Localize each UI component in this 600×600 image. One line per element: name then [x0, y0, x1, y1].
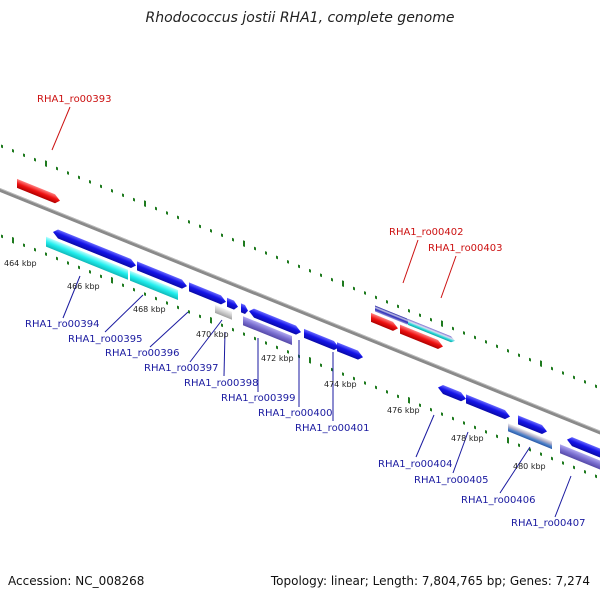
- gene-arrow-ro00406-blue[interactable]: [518, 415, 547, 436]
- gene-label-ro00403: RHA1_ro00403: [428, 243, 503, 254]
- tick-label-472: 472 kbp: [261, 354, 294, 363]
- tick-label-470: 470 kbp: [196, 330, 229, 339]
- tick-label-478: 478 kbp: [451, 434, 484, 443]
- leader-ro00407: [554, 475, 572, 518]
- leader-ro00406: [499, 446, 531, 494]
- gene-arrow-ro00406-steel[interactable]: [508, 423, 552, 450]
- gene-label-ro00407: RHA1_ro00407: [511, 518, 586, 529]
- tick-label-474: 474 kbp: [324, 380, 357, 389]
- gene-label-ro00402: RHA1_ro00402: [389, 227, 464, 238]
- topology-text: Topology: linear; Length: 7,804,765 bp; …: [270, 574, 590, 588]
- gene-arrow-ro00395-blue[interactable]: [137, 261, 187, 290]
- gene-label-ro00398: RHA1_ro00398: [184, 378, 259, 389]
- gene-arrow-ro00407-blue[interactable]: [567, 435, 600, 470]
- gene-label-ro00404: RHA1_ro00404: [378, 459, 453, 470]
- gene-arrow-ro00401[interactable]: [337, 342, 363, 362]
- gene-label-ro00397: RHA1_ro00397: [144, 363, 219, 374]
- gene-arrow-ro00394-blue[interactable]: [53, 227, 136, 270]
- gene-arrow-ro00393[interactable]: [17, 178, 60, 205]
- gene-label-ro00396: RHA1_ro00396: [105, 348, 180, 359]
- leader-ro00398: [223, 331, 226, 377]
- gene-arrow-ro00407-slate[interactable]: [560, 444, 600, 482]
- gene-arrow-ro00403-b[interactable]: [400, 324, 443, 351]
- leader-ro00402: [402, 239, 419, 284]
- gene-label-ro00394: RHA1_ro00394: [25, 319, 100, 330]
- gene-arrow-ro00397-blue[interactable]: [227, 297, 238, 311]
- genome-title: Rhodococcus jostii RHA1, complete genome: [145, 10, 455, 26]
- gene-label-ro00393: RHA1_ro00393: [37, 94, 112, 105]
- leader-ro00396: [149, 311, 189, 348]
- leader-ro00394: [62, 275, 81, 319]
- tick-label-468: 468 kbp: [133, 305, 166, 314]
- gene-arrow-ro00402-b[interactable]: [371, 312, 398, 333]
- gene-arrow-ro00394-cyan[interactable]: [46, 236, 128, 280]
- gene-arrow-ro00404[interactable]: [438, 383, 466, 403]
- top-tick-ruler: [1, 144, 597, 389]
- gene-label-ro00395: RHA1_ro00395: [68, 334, 143, 345]
- gene-arrow-ro00397[interactable]: [215, 304, 232, 320]
- tick-label-476: 476 kbp: [387, 406, 420, 415]
- gene-arrow-ro00398[interactable]: [241, 303, 248, 315]
- gene-arrow-ro00399-slate[interactable]: [243, 316, 292, 346]
- gene-arrow-ro00405[interactable]: [466, 394, 510, 421]
- gene-arrow-ro00396[interactable]: [189, 282, 226, 306]
- leader-ro00393: [51, 106, 71, 151]
- gene-arrow-ro00403-a[interactable]: [408, 318, 455, 344]
- gene-arrow-ro00399-blue[interactable]: [249, 307, 301, 337]
- leader-ro00397: [189, 319, 223, 363]
- tick-label-480: 480 kbp: [513, 462, 546, 471]
- gene-arrow-ro00402-a[interactable]: [375, 305, 411, 327]
- leader-ro00403: [440, 255, 457, 299]
- gene-arrow-ro00400[interactable]: [304, 328, 339, 352]
- tick-label-464: 464 kbp: [4, 259, 37, 268]
- accession-text: Accession: NC_008268: [8, 574, 145, 588]
- tick-label-466: 466 kbp: [67, 282, 100, 291]
- gene-arrow-ro00395-cyan[interactable]: [130, 270, 178, 300]
- leader-ro00395: [104, 294, 144, 333]
- gene-label-ro00399: RHA1_ro00399: [221, 393, 296, 404]
- leader-ro00405: [452, 431, 469, 474]
- gene-label-ro00400: RHA1_ro00400: [258, 408, 333, 419]
- genome-backbone-highlight: [0, 184, 600, 444]
- leader-ro00404: [415, 414, 435, 458]
- gene-label-ro00405: RHA1_ro00405: [414, 475, 489, 486]
- gene-label-ro00406: RHA1_ro00406: [461, 495, 536, 506]
- gene-label-ro00401: RHA1_ro00401: [295, 423, 370, 434]
